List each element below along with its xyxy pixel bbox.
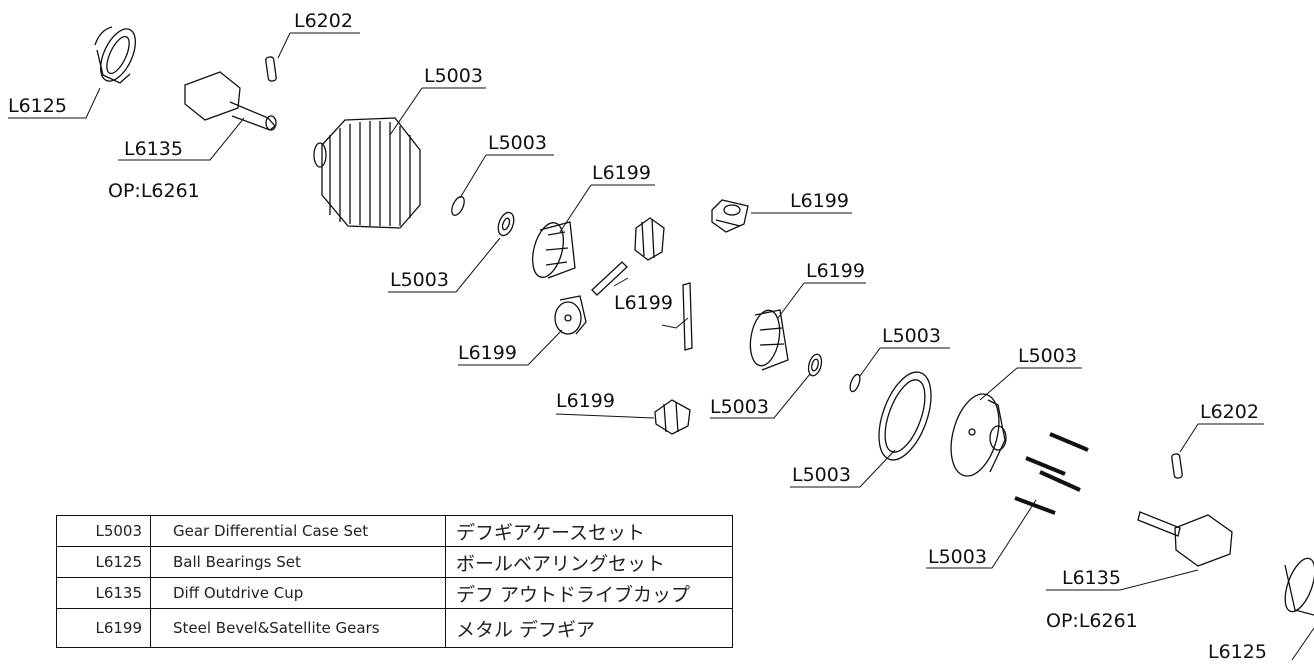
- pin-top: [265, 56, 277, 82]
- part-code: L6135: [56, 577, 151, 609]
- part-name-en: Diff Outdrive Cup: [150, 577, 446, 609]
- bevel-gear-right: [749, 309, 789, 371]
- part-name-jp: デフギアケースセット: [445, 515, 733, 547]
- pin-bottom: [1171, 453, 1183, 479]
- gasket: [878, 371, 932, 461]
- pinion-left: [554, 295, 587, 335]
- part-name-en: Ball Bearings Set: [150, 546, 446, 578]
- cross-shaft-long: [682, 282, 693, 351]
- cross-shaft-short: [591, 261, 628, 296]
- part-name-jp: ボールベアリングセット: [445, 546, 733, 578]
- part-name-en: Gear Differential Case Set: [150, 515, 446, 547]
- part-code: L6199: [56, 608, 151, 648]
- part-code: L5003: [56, 515, 151, 547]
- pinion-top-right: [711, 199, 749, 233]
- label-l5003-cover: L5003: [1018, 345, 1077, 367]
- part-name-jp: デフ アウトドライブカップ: [445, 577, 733, 609]
- label-l5003-screws: L5003: [928, 546, 987, 568]
- label-l5003-washer2: L5003: [710, 396, 769, 418]
- part-name-jp: メタル デフギア: [445, 608, 733, 648]
- parts-table: L5003 Gear Differential Case Set デフギアケース…: [56, 515, 733, 648]
- label-l5003-ring: L5003: [424, 65, 483, 87]
- label-l6202-bottom: L6202: [1200, 401, 1259, 423]
- label-l6135-bottom: L6135: [1062, 567, 1121, 589]
- bevel-gear-left: [532, 221, 576, 279]
- table-row: L6199 Steel Bevel&Satellite Gears メタル デフ…: [56, 608, 733, 648]
- washer-right: [807, 353, 823, 377]
- leader-lines: [8, 32, 1314, 661]
- label-l6199-bevel-right: L6199: [806, 260, 865, 282]
- label-l6135-top: L6135: [124, 138, 183, 160]
- label-l6199-pinion-topright: L6199: [790, 190, 849, 212]
- ring-gear: [313, 117, 421, 229]
- label-l6199-bevel-left: L6199: [592, 162, 651, 184]
- label-l6125-top: L6125: [8, 95, 67, 117]
- part-code: L6125: [56, 546, 151, 578]
- label-op-top: OP:L6261: [108, 180, 200, 202]
- table-row: L6125 Ball Bearings Set ボールベアリングセット: [56, 546, 733, 578]
- label-l5003-oring2: L5003: [882, 325, 941, 347]
- case-cover: [950, 393, 1007, 477]
- ball-bearing-top: [94, 26, 136, 84]
- label-l6202-top: L6202: [294, 10, 353, 32]
- screws: [1014, 432, 1089, 515]
- label-l5003-gasket: L5003: [792, 464, 851, 486]
- label-l5003-oring: L5003: [488, 132, 547, 154]
- part-name-en: Steel Bevel&Satellite Gears: [150, 608, 446, 648]
- ball-bearing-bottom: [1284, 557, 1314, 616]
- o-ring-right: [849, 373, 861, 393]
- pinion-center: [634, 217, 665, 261]
- pinion-bottom: [654, 399, 691, 435]
- table-row: L6135 Diff Outdrive Cup デフ アウトドライブカップ: [56, 577, 733, 609]
- o-ring-left: [451, 196, 465, 216]
- table-row: L5003 Gear Differential Case Set デフギアケース…: [56, 515, 733, 547]
- label-l6125-bottom: L6125: [1208, 641, 1267, 663]
- washer-left: [497, 211, 515, 237]
- outdrive-cup-top: [184, 71, 277, 131]
- label-l6199-shaft: L6199: [614, 292, 673, 314]
- label-l5003-washer: L5003: [390, 269, 449, 291]
- outdrive-cup-bottom: [1137, 511, 1233, 567]
- label-l6199-pinion-bottom: L6199: [556, 390, 615, 412]
- label-l6199-pinion-left: L6199: [458, 342, 517, 364]
- label-op-bottom: OP:L6261: [1046, 610, 1138, 632]
